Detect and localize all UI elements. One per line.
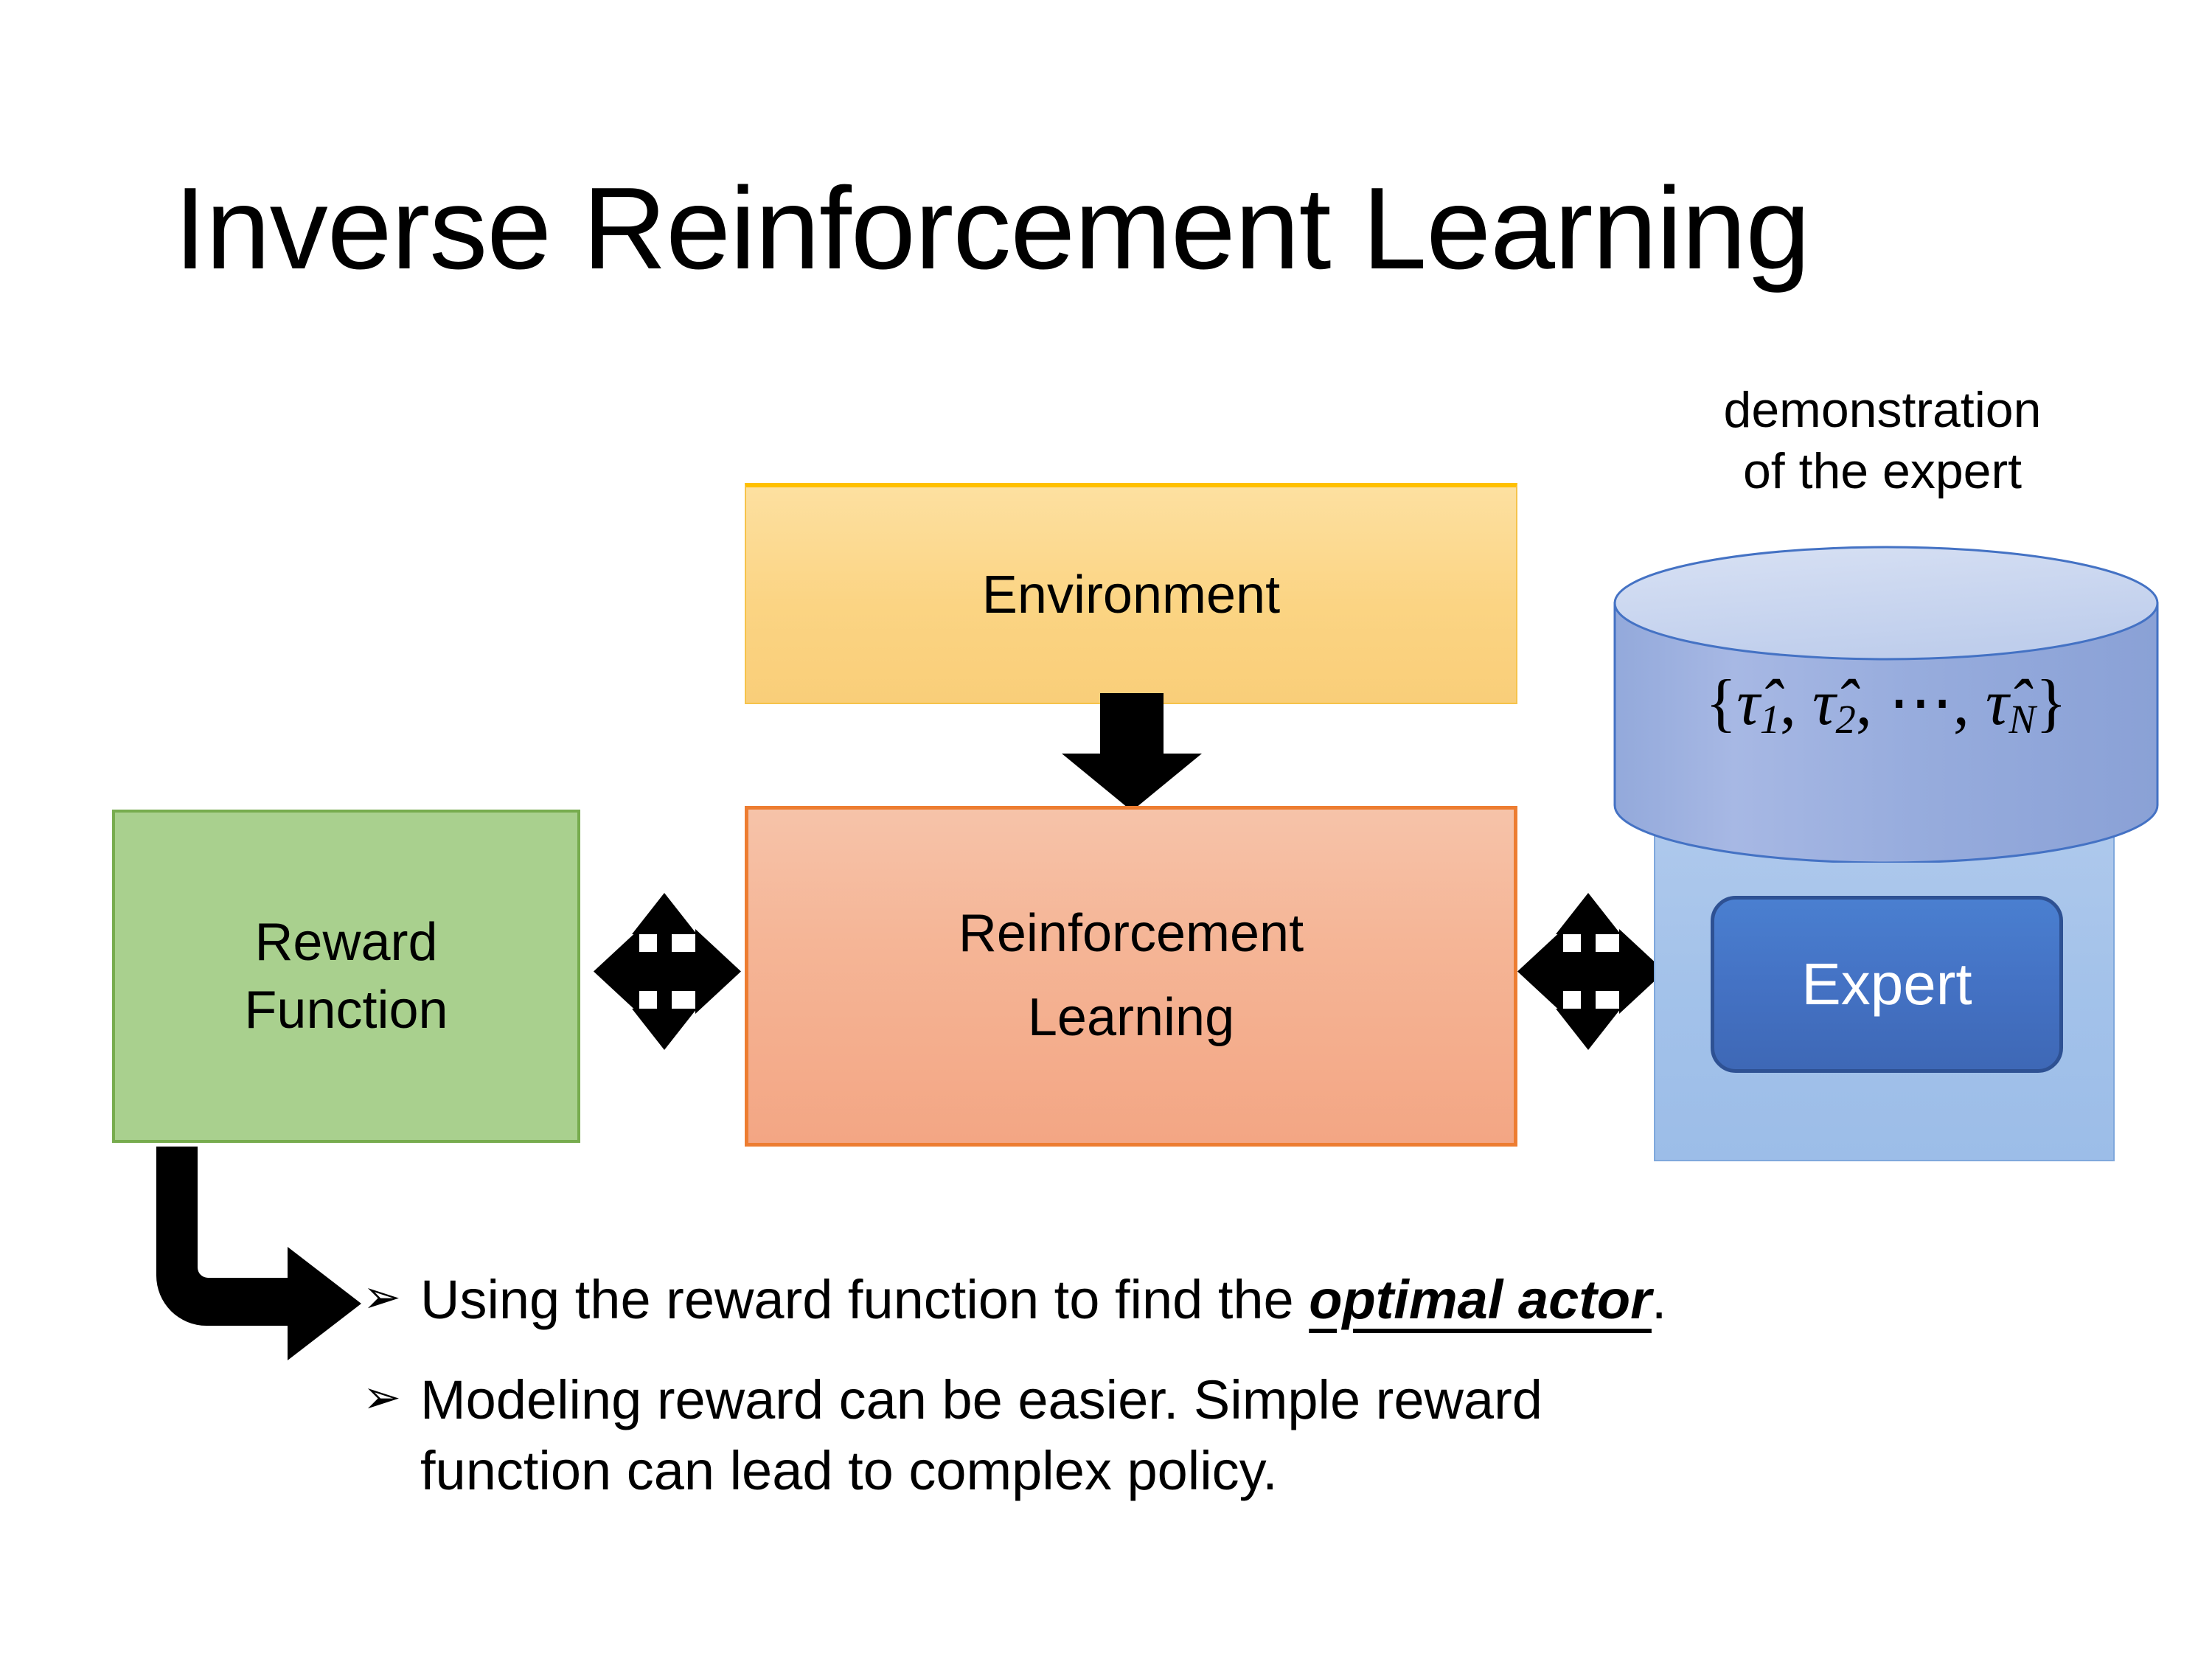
formula-comma-3: ,: [1952, 667, 1986, 739]
demonstration-caption-line2: of the expert: [1742, 442, 2023, 499]
formula-sub-2: 2: [1835, 697, 1856, 742]
formula-tau-n: τ̂: [1985, 667, 2009, 739]
formula-open-brace: {: [1705, 667, 1737, 739]
reward-function-label-line2: Function: [244, 981, 448, 1040]
formula-tau-1: τ̂: [1736, 667, 1760, 739]
bullet-item-1: ➢ Using the reward function to find the …: [363, 1265, 2096, 1335]
bullet-item-2-text: Modeling reward can be easier. Simple re…: [420, 1365, 2096, 1506]
demonstration-cylinder-icon: [1613, 546, 2159, 863]
demonstration-caption: demonstration of the expert: [1643, 380, 2122, 502]
elbow-arrow-reward-to-bullets-icon: [156, 1147, 361, 1360]
bullet-list: ➢ Using the reward function to find the …: [363, 1265, 2096, 1507]
bullet-2-line2: function can lead to complex policy.: [420, 1440, 1278, 1502]
reward-function-label-line1: Reward: [254, 912, 438, 972]
reinforcement-learning-box: Reinforcement Learning: [745, 806, 1517, 1147]
bullet-1-text-before: Using the reward function to find the: [420, 1269, 1310, 1330]
formula-comma-2: ,: [1855, 667, 1888, 739]
bidirectional-arrow-rl-to-expert-icon: [1517, 893, 1665, 1050]
bullet-item-1-text: Using the reward function to find the op…: [420, 1265, 2096, 1335]
environment-label: Environment: [981, 566, 1281, 625]
rl-label-line2: Learning: [1027, 988, 1235, 1047]
bullet-arrow-icon: ➢: [363, 1272, 401, 1323]
expert-box: Expert: [1711, 896, 2063, 1073]
formula-ellipsis: ⋯: [1888, 667, 1953, 739]
environment-box: Environment: [745, 483, 1517, 704]
reward-function-box: Reward Function: [112, 810, 580, 1143]
formula-close-brace: }: [2035, 667, 2067, 739]
arrow-down-environment-to-rl-icon: [1062, 693, 1202, 811]
expert-label: Expert: [1801, 951, 1972, 1017]
rl-label-line1: Reinforcement: [958, 904, 1304, 964]
bullet-item-2: ➢ Modeling reward can be easier. Simple …: [363, 1365, 2096, 1506]
demonstration-trajectory-formula: {τ̂1, τ̂2, ⋯, τ̂N}: [1613, 664, 2159, 742]
formula-tau-2: τ̂: [1812, 667, 1836, 739]
page-title: Inverse Reinforcement Learning: [174, 164, 1810, 293]
formula-sub-n: N: [2008, 697, 2036, 742]
bullet-2-line1: Modeling reward can be easier. Simple re…: [420, 1369, 1543, 1431]
formula-comma-1: ,: [1780, 667, 1813, 739]
demonstration-caption-line1: demonstration: [1723, 382, 2042, 438]
bidirectional-arrow-reward-to-rl-icon: [594, 893, 741, 1050]
bullet-1-text-after: .: [1651, 1269, 1667, 1330]
bullet-arrow-icon: ➢: [363, 1372, 401, 1424]
formula-sub-1: 1: [1759, 697, 1781, 742]
bullet-1-emphasis: optimal actor: [1309, 1269, 1652, 1330]
